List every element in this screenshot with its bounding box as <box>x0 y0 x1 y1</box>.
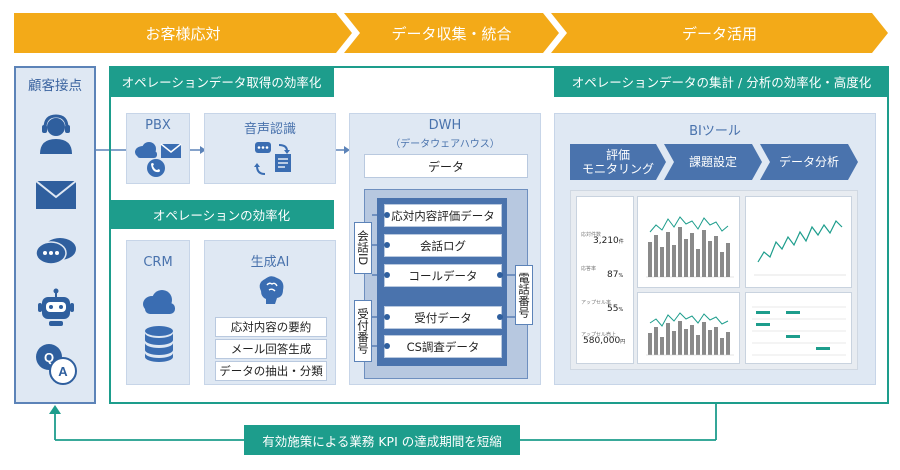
pbx-label: PBX <box>145 118 171 133</box>
genai-item-summary: 応対内容の要約 <box>215 317 327 337</box>
bar-line-chart <box>646 216 734 278</box>
genai-label: 生成AI <box>250 255 290 270</box>
genai-box: 生成AI 応対内容の要約 メール回答生成 データの抽出・分類 <box>204 240 336 385</box>
phase-label: データ収集・統合 <box>391 24 512 43</box>
kpi-label: アップセル売上 <box>581 332 617 338</box>
dashboard-line-chart-card <box>745 196 852 288</box>
qa-icon: Q A <box>36 344 77 385</box>
panel-title: 顧客接点 <box>28 78 82 94</box>
svg-text:Q: Q <box>44 350 54 365</box>
bi-title: BIツール <box>689 124 741 139</box>
crm-box: CRM <box>126 240 190 385</box>
operations-data-title: オペレーションデータ取得の効率化 <box>109 66 334 97</box>
feedback-label: 有効施策による業務 KPI の達成期間を短縮 <box>244 425 520 455</box>
genai-item-mail-reply: メール回答生成 <box>215 339 327 359</box>
kpi-value: 580,000円 <box>583 336 626 346</box>
chatbot-icon <box>38 288 74 326</box>
kpi-card: 応対件数 3,210件 応答率 87% アップセル率 55% アップセル売上 5… <box>576 196 634 364</box>
bi-step-data-analysis: データ分析 <box>760 144 858 180</box>
phase-data-collection: データ収集・統合 <box>344 13 559 53</box>
key-reception-number: 受付番号 <box>354 300 372 362</box>
mail-icon <box>160 143 182 158</box>
phase-customer-service: お客様応対 <box>14 13 352 53</box>
dwh-table-call-data: コールデータ <box>384 264 502 287</box>
phone-icon <box>147 159 165 177</box>
svg-text:A: A <box>58 364 68 379</box>
dashboard-table-card <box>745 292 852 364</box>
bi-step-monitoring: 評価 モニタリング <box>570 144 666 180</box>
kpi-label: 応対件数 <box>581 232 602 238</box>
speech-recognition-icon <box>254 142 291 175</box>
genai-item-extraction: データの抽出・分類 <box>215 361 327 381</box>
kpi-value: 55% <box>607 304 624 314</box>
dwh-title: DWH <box>428 118 462 133</box>
dashboard-bar-chart-card-2 <box>637 292 740 364</box>
kpi-label: 応答率 <box>581 266 597 272</box>
mail-icon <box>35 180 77 209</box>
key-conversation-id: 会話ID <box>354 222 372 274</box>
dashboard-bar-chart-card <box>637 196 740 288</box>
ai-brain-icon <box>259 276 284 304</box>
dwh-table-evaluation: 応対内容評価データ <box>384 204 502 227</box>
dwh-table-cs-survey: CS調査データ <box>384 335 502 358</box>
operations-frame <box>109 66 889 404</box>
operations-efficiency-title: オペレーションの効率化 <box>109 200 334 229</box>
bar-line-chart-2 <box>646 312 734 356</box>
pbx-icons <box>135 142 182 177</box>
phase-label: データ活用 <box>681 24 757 43</box>
customer-touchpoints-panel: 顧客接点 Q A <box>14 66 96 404</box>
speech-recognition-box: 音声認識 <box>204 113 336 184</box>
kpi-value: 87% <box>607 270 624 280</box>
bi-step-issue-setting: 課題設定 <box>664 144 762 180</box>
key-phone-number: 電話番号 <box>515 265 533 325</box>
cloud-icon <box>143 290 175 314</box>
line-chart <box>754 219 846 276</box>
analytics-title: オペレーションデータの集計 / 分析の効率化・高度化 <box>554 66 889 97</box>
chat-bubble-icon <box>35 238 76 265</box>
database-icon <box>145 326 173 362</box>
kpi-value: 3,210件 <box>593 236 624 246</box>
pbx-box: PBX <box>126 113 190 184</box>
dwh-table-conversation-log: 会話ログ <box>384 234 502 257</box>
crm-label: CRM <box>143 255 173 270</box>
cloud-icon <box>135 142 157 158</box>
phase-data-utilization: データ活用 <box>551 13 888 53</box>
speech-label: 音声認識 <box>243 122 296 137</box>
operator-icon <box>40 114 72 154</box>
mini-table <box>752 306 846 356</box>
dwh-data-label: データ <box>364 154 528 178</box>
kpi-label: アップセル率 <box>581 300 612 306</box>
dwh-subtitle: （データウェアハウス） <box>390 139 500 150</box>
phase-label: お客様応対 <box>145 24 221 43</box>
